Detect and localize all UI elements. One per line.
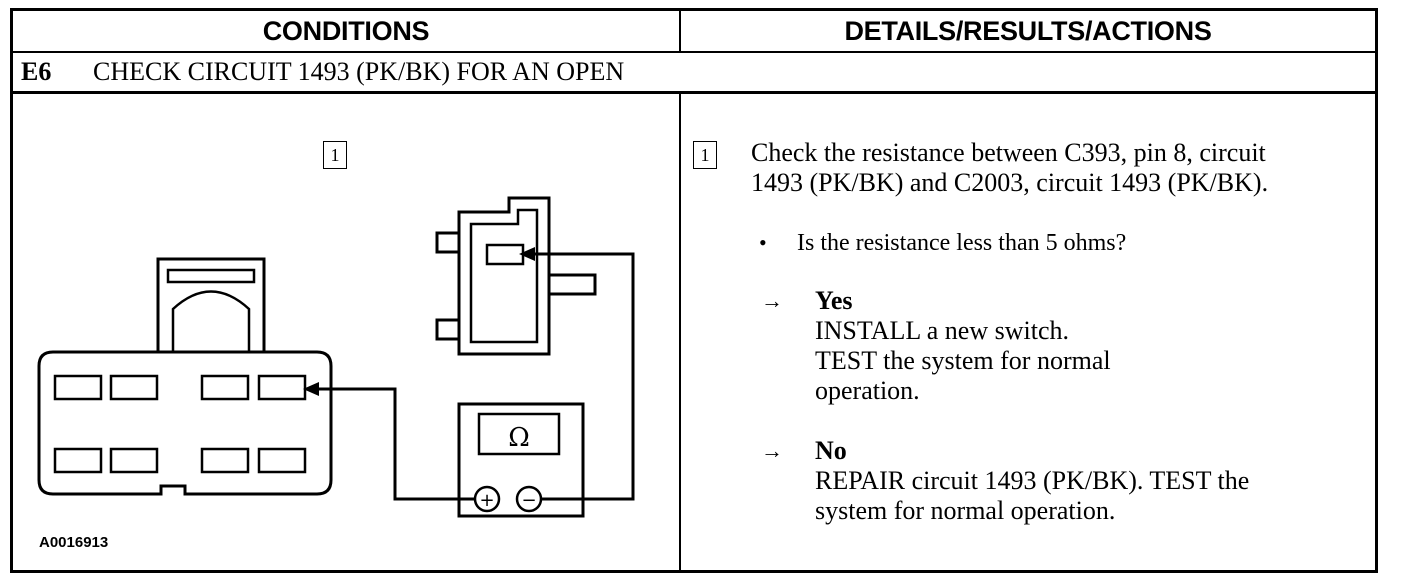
connector-c393-icon bbox=[37, 257, 333, 496]
conditions-cell: 1 bbox=[13, 94, 681, 570]
ohm-symbol: Ω bbox=[508, 423, 530, 453]
probe-arrow-c2003-icon bbox=[519, 247, 535, 261]
instruction-line-2: 1493 (PK/BK) and C2003, circuit 1493 (PK… bbox=[751, 168, 1269, 197]
step-title-row: E6 CHECK CIRCUIT 1493 (PK/BK) FOR AN OPE… bbox=[13, 53, 1375, 94]
arrow-icon: → bbox=[761, 438, 783, 463]
connector-c2003-icon bbox=[435, 196, 597, 356]
bullet: • bbox=[759, 230, 767, 255]
test-lead-minus bbox=[533, 252, 635, 501]
yes-label: Yes bbox=[815, 286, 853, 315]
question: Is the resistance less than 5 ohms? bbox=[797, 230, 1127, 256]
yes-line-3: operation. bbox=[815, 376, 920, 405]
diagnostic-table: CONDITIONS DETAILS/RESULTS/ACTIONS E6 CH… bbox=[10, 8, 1378, 573]
figure-id: A0016913 bbox=[39, 534, 109, 551]
details-cell: 1 Check the resistance between C393, pin… bbox=[681, 94, 1375, 570]
test-lead-plus bbox=[315, 387, 475, 501]
arrow-icon: → bbox=[761, 288, 783, 313]
step-marker-box: 1 bbox=[693, 141, 717, 169]
step-marker-box: 1 bbox=[323, 141, 347, 169]
probe-arrow-c393-icon bbox=[303, 382, 319, 396]
ohmmeter-icon bbox=[457, 402, 585, 518]
details-header: DETAILS/RESULTS/ACTIONS bbox=[844, 15, 1212, 46]
yes-line-2: TEST the system for normal bbox=[815, 346, 1111, 375]
no-line-2: system for normal operation. bbox=[815, 496, 1116, 525]
instruction-line-1: Check the resistance between C393, pin 8… bbox=[751, 138, 1266, 167]
yes-line-1: INSTALL a new switch. bbox=[815, 316, 1070, 345]
minus-terminal-symbol: − bbox=[521, 490, 536, 511]
step-id: E6 bbox=[21, 57, 52, 86]
conditions-header: CONDITIONS bbox=[13, 11, 681, 51]
plus-terminal-symbol: + bbox=[479, 490, 494, 511]
no-line-1: REPAIR circuit 1493 (PK/BK). TEST the bbox=[815, 466, 1250, 495]
no-label: No bbox=[815, 436, 847, 465]
step-title: CHECK CIRCUIT 1493 (PK/BK) FOR AN OPEN bbox=[93, 57, 625, 86]
table-header-row: CONDITIONS DETAILS/RESULTS/ACTIONS bbox=[13, 11, 1375, 53]
wiring-diagram: Ω + − bbox=[37, 196, 635, 518]
